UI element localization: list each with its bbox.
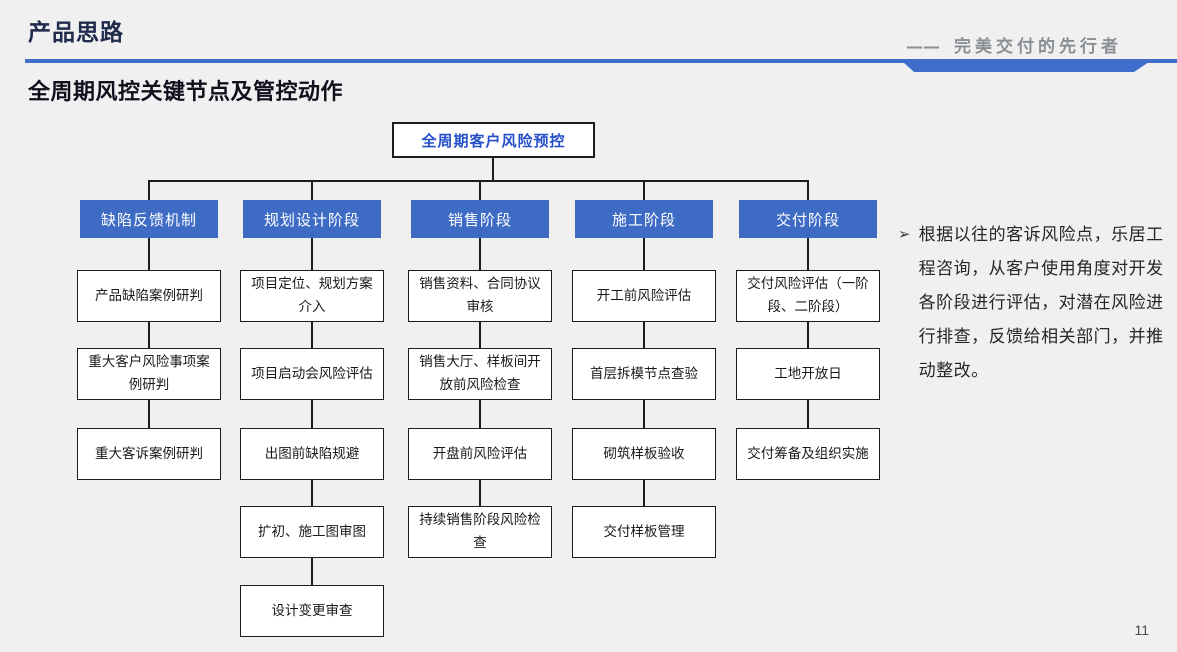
process-node: 砌筑样板验收	[572, 428, 716, 480]
process-node: 出图前缺陷规避	[240, 428, 384, 480]
connector-line	[492, 158, 494, 182]
arrow-bullet-icon: ➢	[898, 226, 911, 243]
header-divider-line	[25, 59, 1177, 63]
process-node: 项目启动会风险评估	[240, 348, 384, 400]
connector-line	[479, 237, 481, 271]
process-node: 销售大厅、样板间开放前风险检查	[408, 348, 552, 400]
connector-line	[807, 321, 809, 349]
connector-line	[643, 180, 645, 200]
side-note: ➢ 根据以往的客诉风险点，乐居工程咨询，从客户使用角度对开发各阶段进行评估，对潜…	[898, 218, 1170, 388]
process-node: 扩初、施工图审图	[240, 506, 384, 558]
stage-header-sales: 销售阶段	[411, 200, 549, 238]
process-node: 开盘前风险评估	[408, 428, 552, 480]
connector-line	[148, 237, 150, 271]
connector-line	[148, 321, 150, 349]
slogan-dash: ——	[906, 37, 940, 57]
connector-line	[807, 399, 809, 429]
connector-line	[807, 180, 809, 200]
process-node: 工地开放日	[736, 348, 880, 400]
connector-line	[148, 180, 150, 200]
page-title: 产品思路	[28, 19, 124, 45]
connector-line	[807, 237, 809, 271]
process-node: 交付风险评估（一阶段、二阶段）	[736, 270, 880, 322]
stage-header-delivery: 交付阶段	[739, 200, 877, 238]
connector-line	[148, 399, 150, 429]
connector-line	[479, 479, 481, 507]
stage-header-defect-feedback: 缺陷反馈机制	[80, 200, 218, 238]
slogan: —— 完美交付的先行者	[906, 32, 1122, 57]
stage-header-construction: 施工阶段	[575, 200, 713, 238]
process-node: 首层拆模节点查验	[572, 348, 716, 400]
process-node: 设计变更审查	[240, 585, 384, 637]
process-node: 项目定位、规划方案介入	[240, 270, 384, 322]
process-node: 持续销售阶段风险检查	[408, 506, 552, 558]
process-node: 产品缺陷案例研判	[77, 270, 221, 322]
connector-line	[311, 479, 313, 507]
side-note-text: 根据以往的客诉风险点，乐居工程咨询，从客户使用角度对开发各阶段进行评估，对潜在风…	[918, 225, 1164, 380]
connector-line	[311, 321, 313, 349]
connector-line	[479, 399, 481, 429]
connector-line	[643, 321, 645, 349]
root-node: 全周期客户风险预控	[392, 122, 595, 158]
slogan-text: 完美交付的先行者	[954, 37, 1122, 57]
stage-header-planning-design: 规划设计阶段	[243, 200, 381, 238]
header-divider-ribbon	[903, 62, 1149, 72]
process-node: 重大客户风险事项案例研判	[77, 348, 221, 400]
process-node: 重大客诉案例研判	[77, 428, 221, 480]
process-node: 交付样板管理	[572, 506, 716, 558]
process-node: 销售资料、合同协议审核	[408, 270, 552, 322]
connector-line	[311, 180, 313, 200]
process-node: 交付筹备及组织实施	[736, 428, 880, 480]
connector-line	[311, 557, 313, 586]
page-number: 11	[1134, 622, 1149, 638]
process-node: 开工前风险评估	[572, 270, 716, 322]
connector-line	[311, 237, 313, 271]
connector-line	[148, 180, 809, 182]
connector-line	[643, 237, 645, 271]
connector-line	[643, 479, 645, 507]
connector-line	[643, 399, 645, 429]
connector-line	[311, 399, 313, 429]
connector-line	[479, 180, 481, 200]
section-title: 全周期风控关键节点及管控动作	[28, 79, 344, 104]
connector-line	[479, 321, 481, 349]
